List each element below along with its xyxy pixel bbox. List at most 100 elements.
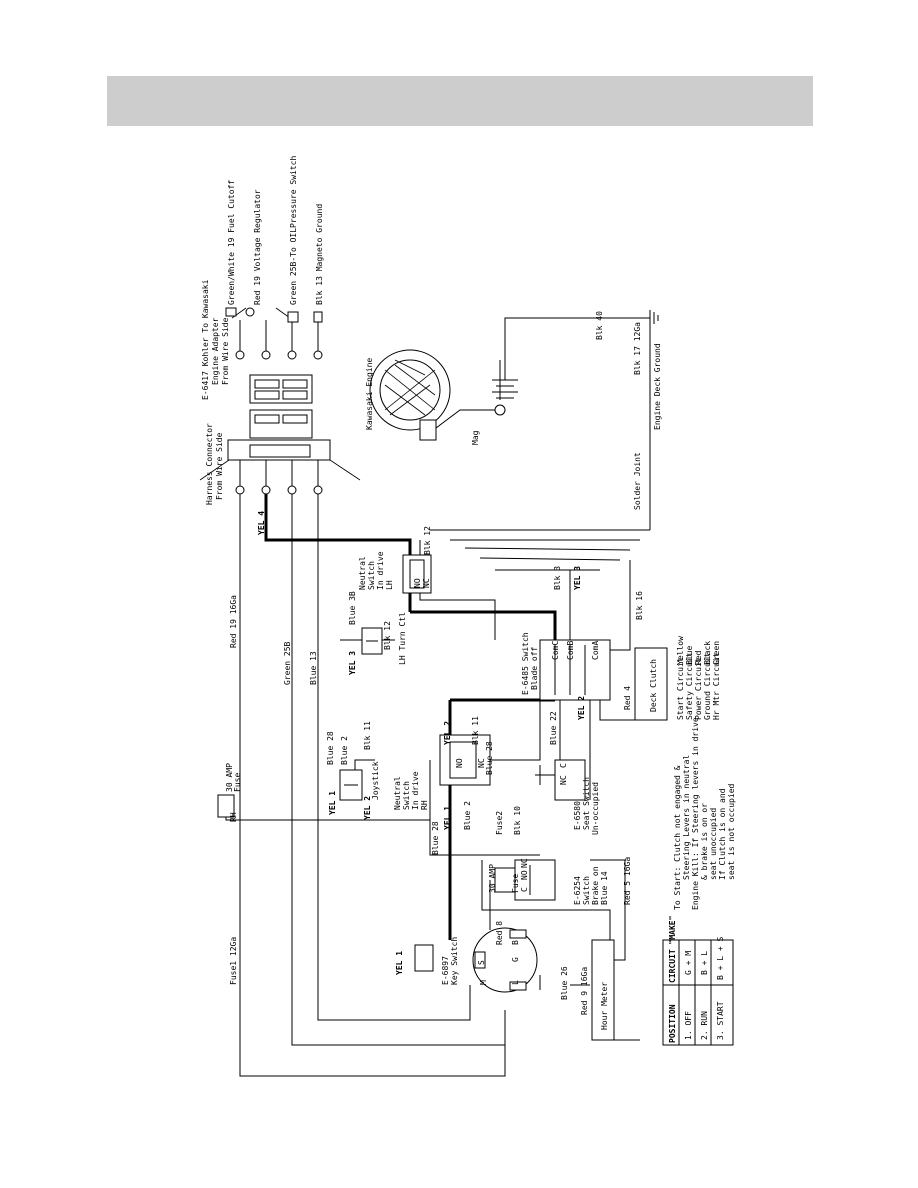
wire-red-9: Red 9 16Ga [580, 967, 589, 1015]
hour-meter-label: Hour Meter [600, 982, 609, 1030]
engine-output-1: Green/White 19 Fuel Cutoff [227, 180, 236, 305]
neutral-rh-line-3: In drive [411, 771, 420, 810]
fuse-30amp-bottom [494, 867, 516, 893]
wire-blk-10: Blk 10 [513, 806, 522, 835]
seat-line-2: Seat Switch [582, 777, 591, 830]
neutral-rh-line-2: Switch [402, 781, 411, 810]
wire-blk-16: Blk 16 [635, 591, 644, 620]
adapter-from-label: From Wire Side [221, 317, 230, 385]
brake-line-2: Switch [582, 876, 591, 905]
pto-line-1: E-6485 Switch [521, 632, 530, 695]
legend-name-4: Ground Circuit [703, 652, 712, 720]
wire-red-5: Red 5 16Ga [623, 857, 632, 905]
table-row-1-pos: 1. OFF [684, 1011, 693, 1040]
brake-line-4: Blue 14 [600, 871, 609, 905]
key-switch [414, 927, 538, 993]
wire-yel-1: YEL 1 [328, 791, 337, 815]
kawasaki-engine [369, 349, 506, 441]
wire-fuse-top: Fuse [233, 773, 242, 792]
brake-line-1: E-6254 [573, 876, 582, 905]
engine-output-3: Green 25B-To OILPressure Switch [289, 156, 298, 305]
note-engine-kill-2: & brake is on or [700, 803, 709, 880]
wire-fuse1: Fuse1 12Ga [229, 937, 238, 985]
operation-notes: To Start: Clutch not engaged & Steering … [673, 717, 736, 910]
wire-red-8: Red 8 [495, 921, 504, 945]
legend-color-3: Red [694, 650, 703, 665]
solder-joint-label: Solder Joint [633, 452, 642, 510]
legend-name-3: Power Circuit [694, 657, 703, 720]
seat-switch [535, 759, 586, 801]
seat-line-1: E-6580 [573, 801, 582, 830]
key-line-1: E-6897 [441, 956, 450, 985]
wire-blk-17: Blk 17 12Ga [633, 322, 642, 375]
connector-labels: Harness Connector From Wire Side E-6417 … [201, 279, 230, 505]
engine-output-terminals [225, 307, 323, 323]
neutral-rh-line-4: RH [420, 800, 429, 810]
legend-color-1: Yellow [676, 636, 685, 665]
term-b: B [511, 940, 520, 945]
harness-connector [227, 439, 331, 495]
neutral-rh-line-1: Neutral [393, 776, 402, 810]
deck-clutch-label: Deck Clutch [649, 659, 658, 712]
term-nc-seat: NC [559, 775, 568, 785]
neutral-lh-line-3: In drive [376, 551, 385, 590]
term-g: G [511, 957, 520, 962]
seat-line-3: Un-occupied [591, 782, 600, 835]
term-nc-brake: NC [520, 858, 529, 868]
table-row-3-make: B + L + S [716, 936, 725, 980]
ground-symbol [649, 310, 659, 326]
table-row-3-pos: 3. START [716, 1001, 725, 1040]
engine-output-2: Red 19 Voltage Regulator [253, 189, 262, 305]
engine-label: Kawasaki Engine [365, 358, 374, 430]
wire-blue-26: Blue 26 [560, 966, 569, 1000]
term-no-rh: NO [455, 758, 464, 768]
brake-switch [514, 859, 556, 901]
term-no-lh: NO [413, 578, 422, 588]
engine-deck-ground: Engine Deck Ground [653, 343, 662, 430]
term-nc-lh: NC [422, 578, 431, 588]
legend-color-5: Green [712, 641, 721, 665]
wire-blue-28-lower: Blue 28 [431, 821, 440, 855]
mag-label: Mag [471, 430, 480, 445]
legend-name-5: Hr Mtr Circuit [712, 652, 721, 720]
note-to-start-2: Steering Levers in neutral [682, 755, 691, 880]
note-to-start: To Start: Clutch not engaged & [673, 765, 682, 910]
wire-fuse-bottom: Fuse [511, 874, 520, 893]
wire-blk-11: Blk 11 [363, 721, 372, 750]
header-band [107, 76, 813, 126]
wire-blue-28: Blue 28 [326, 731, 335, 765]
term-com-c: ComC [551, 641, 560, 660]
engine-output-labels: Green/White 19 Fuel Cutoff Red 19 Voltag… [227, 156, 324, 305]
pto-line-2: Blade off [530, 646, 539, 690]
kohler-adapter-label: E-6417 Kohler To Kawasaki [201, 279, 210, 400]
wire-yel-2-rh: YEL 2 [443, 721, 452, 745]
wire-blk-3: Blk 3 [553, 566, 562, 590]
wire-green-25b: Green 25B [283, 641, 292, 685]
wire-30amp-bottom: 30 AMP [488, 864, 497, 893]
term-nc-rh: NC [477, 758, 486, 768]
term-l: L [511, 980, 520, 985]
wire-red-4: Red 4 [623, 686, 632, 710]
term-com-a: ComA [591, 641, 600, 660]
note-engine-kill-4: If Clutch is on and [718, 788, 727, 880]
position-table-text: POSITION CIRCUIT "MAKE" 1. OFF G + M 2. … [668, 916, 725, 1043]
harness-from-label: From Wire Side [215, 432, 224, 500]
legend-color-2: Blue [685, 646, 694, 665]
harness-connector-label: Harness Connector [205, 423, 214, 505]
neutral-lh-line-2: Switch [367, 561, 376, 590]
term-s: S [477, 960, 486, 965]
switch-labels: Neutral Switch In drive LH LH Turn Ctl J… [358, 551, 658, 1030]
neutral-lh-line-4: LH [385, 580, 394, 590]
table-header-position: POSITION [668, 1004, 677, 1043]
circuit-legend: Start Circuit Yellow Safety Circuit Blue… [676, 636, 721, 720]
lh-turn-label: LH Turn Ctl [398, 612, 407, 665]
wire-blue-22: Blue 22 [549, 711, 558, 745]
deck-clutch [634, 647, 668, 721]
wire-lines [199, 307, 651, 1077]
table-row-2-make: B + L [700, 951, 709, 975]
note-engine-kill: Engine Kill: If Steering levers in drive [691, 717, 700, 910]
wire-30amp-top: 30 AMP [225, 763, 234, 792]
wire-blue-2-lower: Blue 2 [463, 801, 472, 830]
wire-labels: Red 19 16Ga Green 25B Blue 13 YEL 4 Blk … [225, 311, 662, 1015]
engine-adapter-label: Engine Adapter [211, 317, 220, 385]
